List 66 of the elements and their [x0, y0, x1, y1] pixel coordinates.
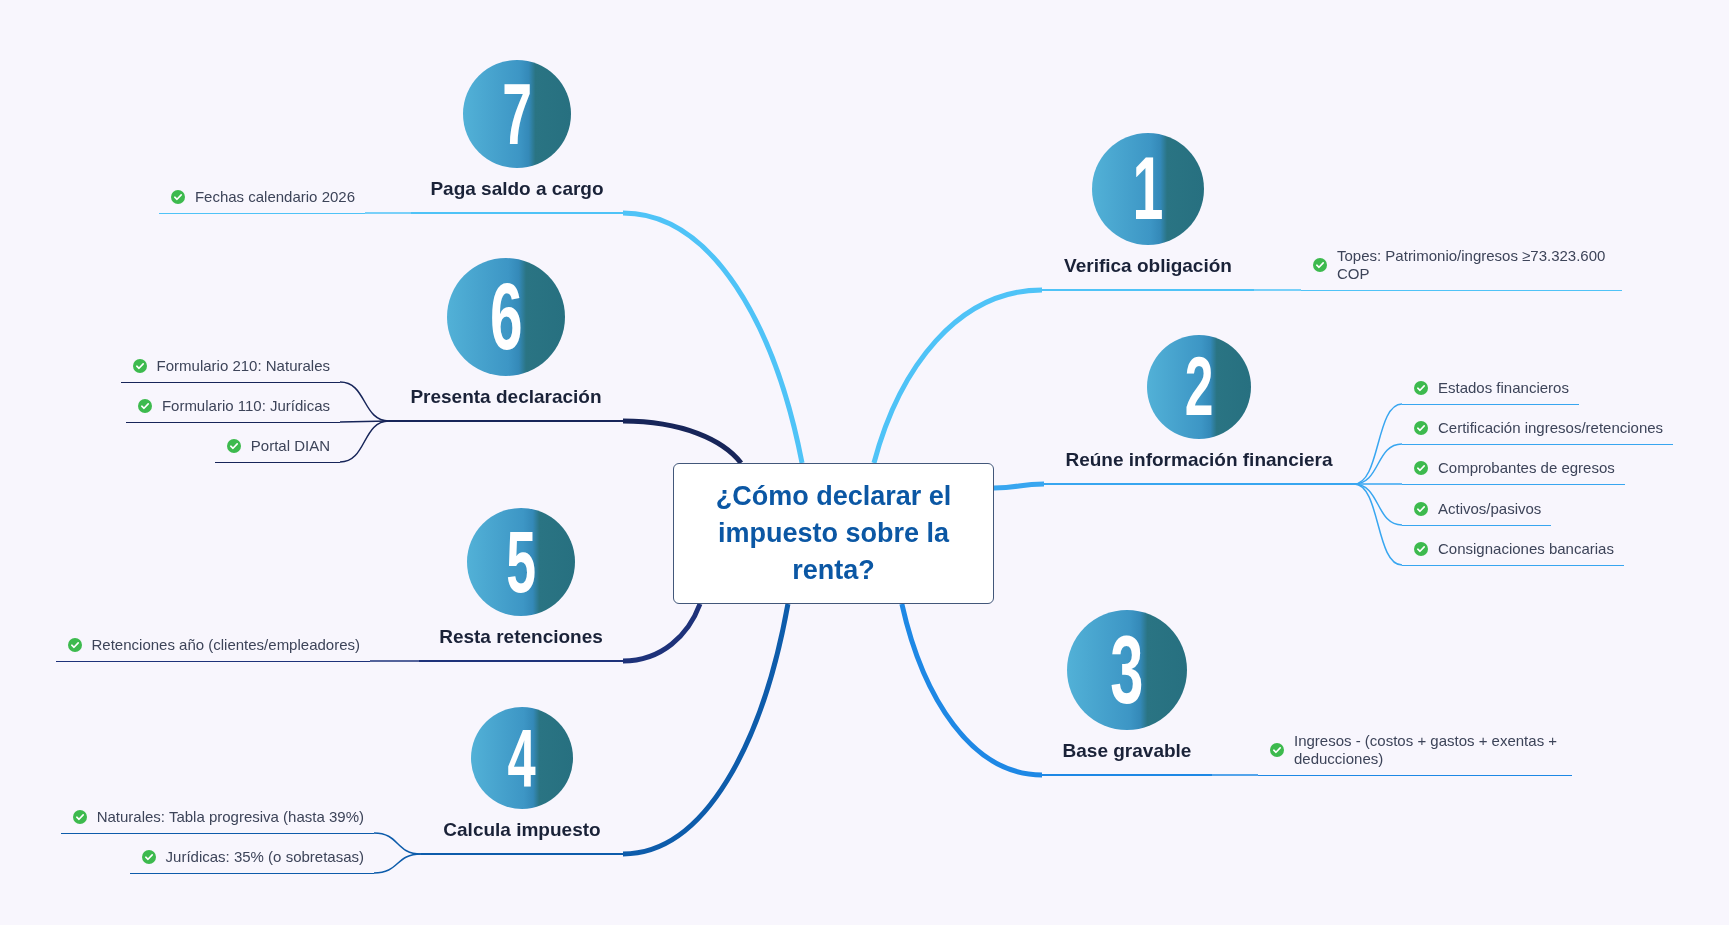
- subtopic-text: Portal DIAN: [250, 437, 330, 455]
- step-number: 4: [471, 707, 573, 809]
- branch-line: [871, 287, 1043, 464]
- step-number: 3: [1067, 610, 1187, 730]
- subtopic: [1402, 379, 1579, 405]
- step-topic: [1042, 133, 1254, 291]
- step-number: 6: [447, 258, 565, 376]
- step-topic: [389, 258, 623, 422]
- branch-line: [369, 660, 420, 662]
- branch-line: [899, 603, 1043, 778]
- central-topic-box: [673, 463, 994, 604]
- subtopic: [1402, 540, 1624, 566]
- subtopic-text: Estados financieros: [1438, 379, 1569, 397]
- subtopic: [1258, 732, 1572, 776]
- step-number: 5: [467, 508, 575, 616]
- step-topic: [1044, 335, 1354, 485]
- subtopic-text: Formulario 110: Jurídicas: [161, 397, 330, 415]
- branch-line: [993, 481, 1045, 491]
- step-topic: [419, 508, 623, 662]
- branch-line: [622, 603, 791, 857]
- step-topic: [411, 60, 623, 214]
- subtopic: [1402, 459, 1625, 485]
- subtopic-text: Fechas calendario 2026: [194, 188, 355, 206]
- central-topic-text: ¿Cómo declarar el impuesto sobre la renta?: [714, 480, 953, 587]
- subtopic-text: Comprobantes de egresos: [1438, 459, 1615, 477]
- subtopic-text: Ingresos - (costos + gastos + exentas + deducciones): [1294, 732, 1559, 768]
- subtopic-text: Topes: Patrimonio/ingresos ≥73.323.600 COP: [1337, 247, 1607, 283]
- branch-line: [1211, 774, 1259, 776]
- subtopic-text: Activos/pasivos: [1438, 500, 1542, 518]
- branch-line: [622, 603, 703, 664]
- subtopic: [120, 357, 340, 383]
- subtopic: [214, 437, 340, 463]
- branch-line: [373, 853, 422, 874]
- step-topic: [1042, 610, 1212, 776]
- subtopic: [1402, 500, 1552, 526]
- step-number: 1: [1092, 133, 1204, 245]
- subtopic: [158, 188, 365, 214]
- step-number: 7: [463, 60, 571, 168]
- branch-line: [1353, 483, 1403, 526]
- subtopic-text: Naturales: Tabla progresiva (hasta 39%): [96, 808, 364, 826]
- step-title: Base gravable: [1062, 739, 1192, 763]
- subtopic-text: Jurídicas: 35% (o sobretasas): [165, 848, 364, 866]
- subtopic-text: Consignaciones bancarias: [1438, 540, 1614, 558]
- step-title: Paga saldo a cargo: [430, 177, 604, 201]
- subtopic-text: Retenciones año (clientes/empleadores): [91, 636, 360, 654]
- subtopic: [129, 848, 374, 874]
- subtopic: [125, 397, 340, 423]
- step-title: Verifica obligación: [1064, 254, 1232, 278]
- step-title: Resta retenciones: [439, 625, 603, 649]
- branch-line: [1353, 483, 1403, 566]
- step-title: Presenta declaración: [410, 385, 602, 409]
- branch-line: [622, 418, 743, 465]
- step-title: Reúne información financiera: [1065, 448, 1333, 472]
- subtopic-text: Certificación ingresos/retenciones: [1438, 419, 1664, 437]
- subtopic-text: Formulario 210: Naturales: [156, 357, 330, 375]
- subtopic: [55, 636, 370, 662]
- step-number: 2: [1147, 335, 1251, 439]
- subtopic: [1402, 419, 1674, 445]
- branch-line: [364, 212, 412, 214]
- subtopic: [60, 808, 374, 834]
- step-title: Calcula impuesto: [443, 818, 601, 842]
- branch-line: [622, 210, 805, 464]
- branch-line: [339, 420, 390, 463]
- branch-line: [1253, 289, 1302, 291]
- step-topic: [421, 707, 623, 855]
- subtopic: [1301, 247, 1622, 291]
